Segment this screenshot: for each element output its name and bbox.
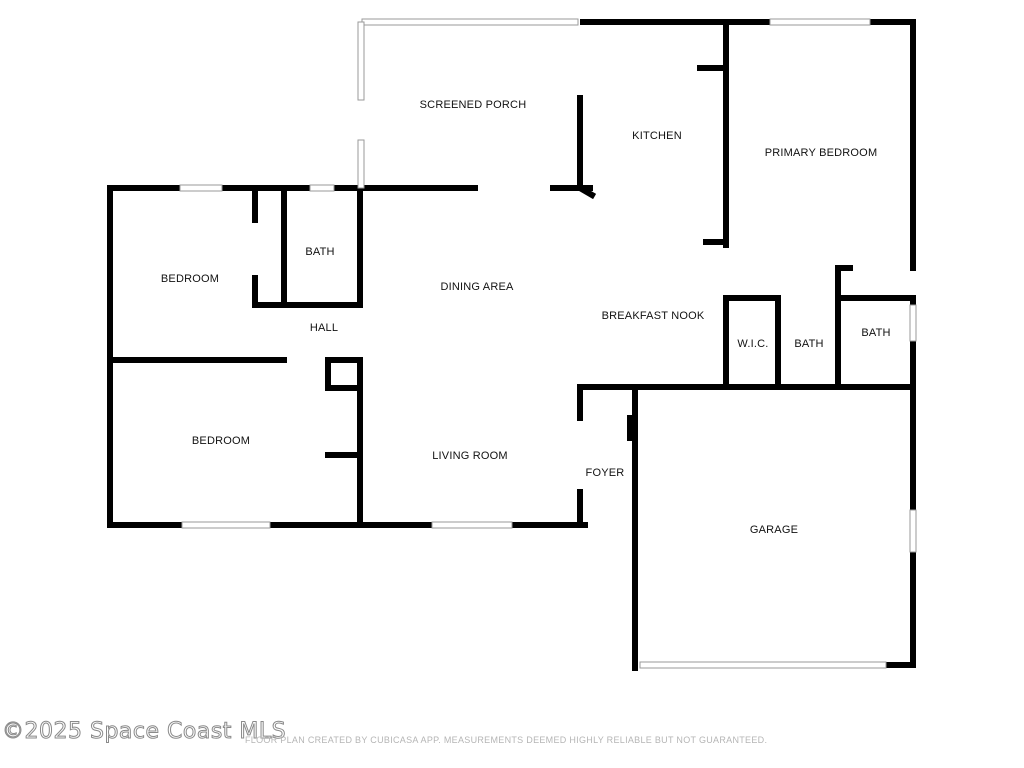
label-hall: HALL [310,322,338,334]
label-kitchen: KITCHEN [632,130,682,142]
room-labels: SCREENED PORCH KITCHEN PRIMARY BEDROOM B… [161,99,891,536]
window [769,18,871,26]
label-foyer: FOYER [586,467,625,479]
window [361,18,579,26]
window [909,509,917,553]
label-garage: GARAGE [750,524,798,536]
window [179,184,223,192]
label-screened-porch: SCREENED PORCH [420,99,527,111]
label-bath-right: BATH [861,327,890,339]
label-dining-area: DINING AREA [440,281,514,293]
window [309,184,335,192]
label-bedroom-upper: BEDROOM [161,273,219,285]
label-living-room: LIVING ROOM [432,450,508,462]
floor-plan-disclaimer: FLOOR PLAN CREATED BY CUBICASA APP. MEAS… [245,735,768,745]
window [431,521,513,529]
label-breakfast-nook: BREAKFAST NOOK [602,310,705,322]
window [909,304,917,342]
copyright-watermark: ©2025 Space Coast MLS [1,719,287,745]
window [357,139,365,189]
window [357,21,365,101]
garage-door [639,661,887,669]
label-wic: W.I.C. [737,338,768,350]
label-primary-bath: BATH [794,338,823,350]
walls [107,19,916,671]
window [181,521,271,529]
windows [179,18,917,669]
wall [575,183,597,200]
label-bedroom-lower: BEDROOM [192,435,250,447]
label-primary-bedroom: PRIMARY BEDROOM [765,147,878,159]
label-bath-upper: BATH [305,246,334,258]
